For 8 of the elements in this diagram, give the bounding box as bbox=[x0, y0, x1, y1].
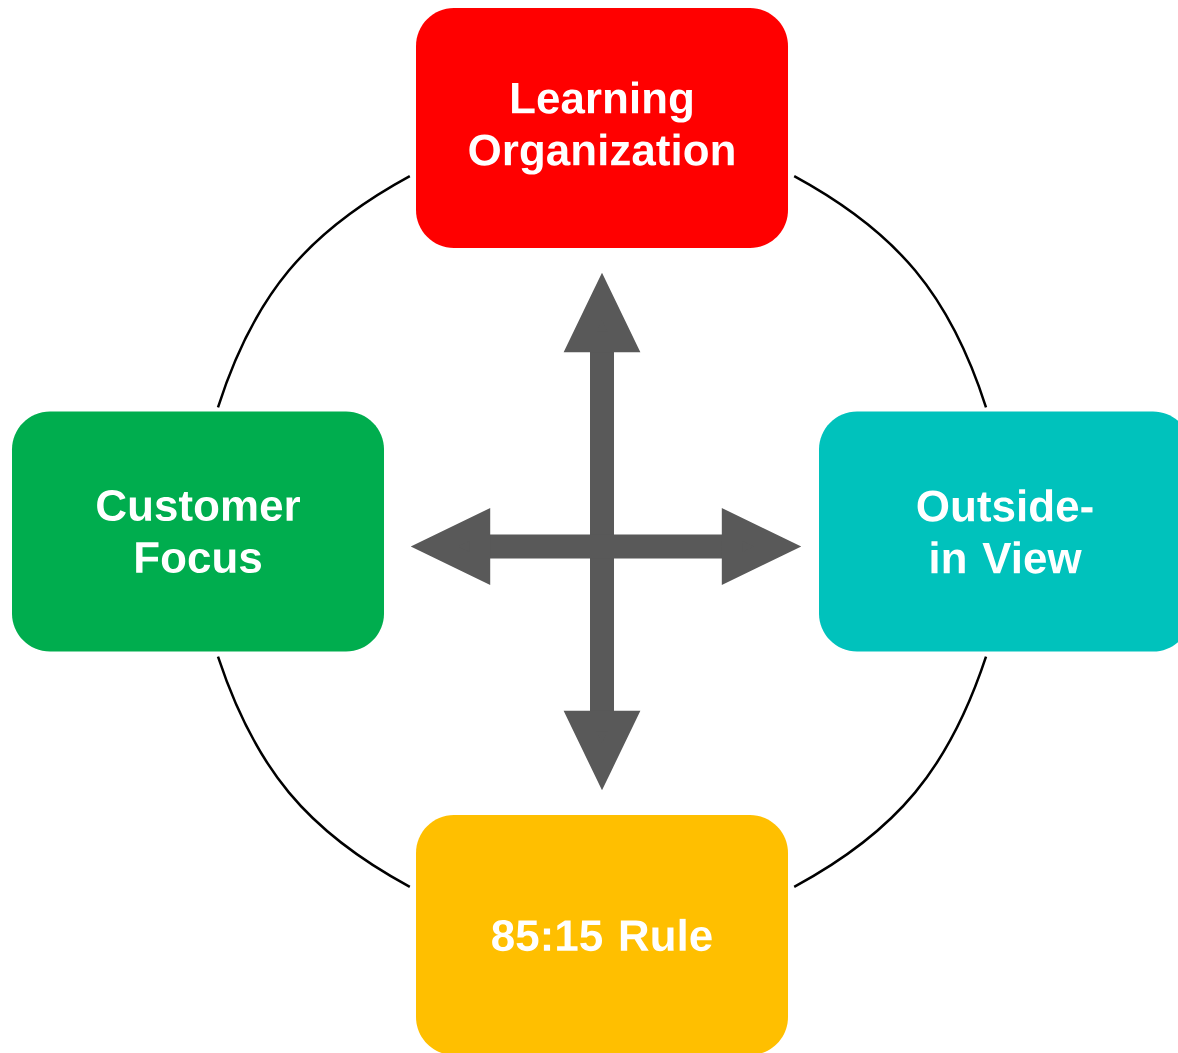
process-box: Learning Organization bbox=[416, 8, 788, 248]
connector-arc bbox=[216, 656, 411, 888]
connector-arc bbox=[793, 175, 988, 408]
connector-arc bbox=[216, 175, 411, 408]
process-box: Outside-in View bbox=[819, 411, 1178, 652]
connector-arc bbox=[793, 656, 988, 888]
process-box: Customer Focus bbox=[12, 411, 384, 652]
process-box: 85:15 Rule bbox=[416, 815, 788, 1053]
